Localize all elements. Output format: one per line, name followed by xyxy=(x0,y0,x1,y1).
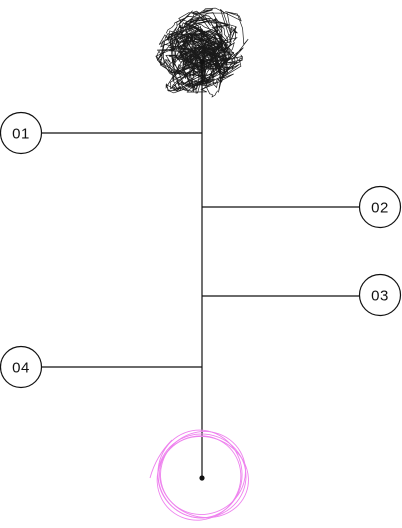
end-dot xyxy=(199,475,205,481)
step-label-04: 04 xyxy=(12,360,30,377)
step-badge-03 xyxy=(358,273,402,317)
circle-stroke xyxy=(157,429,243,519)
step-badge-02 xyxy=(358,185,402,229)
scribble-stroke xyxy=(185,29,229,85)
step-badge-04 xyxy=(0,345,43,389)
circle-stroke xyxy=(156,435,242,521)
circle-tail-stroke xyxy=(149,439,173,479)
scribble-stroke xyxy=(177,32,229,63)
circle-stroke xyxy=(160,431,246,515)
step-03: 03 xyxy=(202,273,402,317)
step-04: 04 xyxy=(0,345,202,389)
scribble-stroke xyxy=(191,45,236,84)
step-label-03: 03 xyxy=(371,288,389,305)
scribble-stroke xyxy=(171,32,200,92)
step-label-01: 01 xyxy=(12,126,30,143)
step-02: 02 xyxy=(202,185,402,229)
loose-circle-icon xyxy=(149,429,249,521)
scribble-stroke xyxy=(186,7,249,68)
scribble-stroke xyxy=(169,25,239,86)
step-badge-01 xyxy=(0,111,43,155)
step-01: 01 xyxy=(0,111,202,155)
start-dot xyxy=(199,59,205,65)
scribble-stroke xyxy=(207,36,229,77)
step-label-02: 02 xyxy=(371,200,389,217)
scribble-stroke xyxy=(169,57,232,91)
scribble-stroke xyxy=(201,24,238,48)
circle-stroke xyxy=(159,435,249,519)
scribble-stroke xyxy=(179,29,225,75)
tangled-scribble-icon xyxy=(155,7,249,98)
scribble-stroke xyxy=(189,31,206,94)
